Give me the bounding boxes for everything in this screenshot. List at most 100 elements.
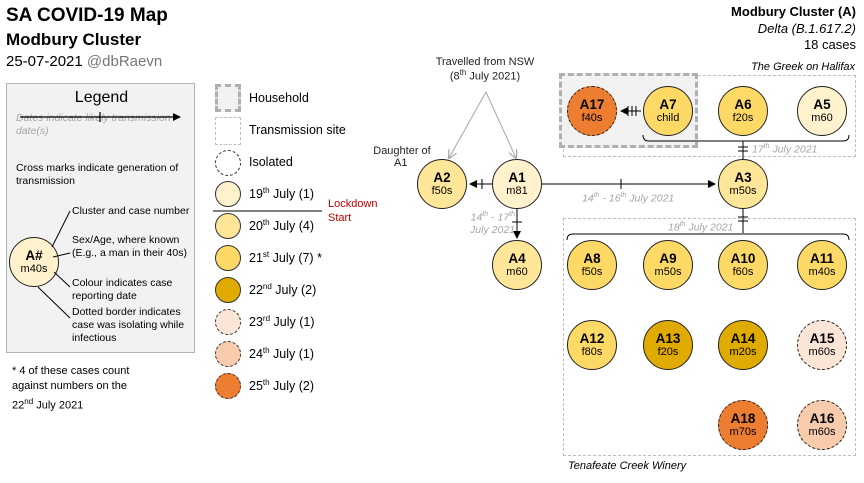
transmission-site-swatch xyxy=(215,117,241,145)
cluster-case-count: 18 cases xyxy=(803,37,856,52)
case-age: f50s xyxy=(431,185,453,197)
case-age: m60 xyxy=(811,112,833,124)
legend-example-age: m40s xyxy=(20,263,48,275)
legend-dotted-note: Dotted border indicates case was isolati… xyxy=(72,306,185,344)
cluster-title: Modbury Cluster (A) xyxy=(731,4,856,19)
case-age: m50s xyxy=(729,185,757,197)
legend-dates-note: Dates indicate likely transmission date(… xyxy=(16,112,171,137)
case-id: A17 xyxy=(579,97,605,112)
author-handle: @dbRaevn xyxy=(86,53,163,70)
case-id: A7 xyxy=(659,97,677,112)
legend-pointer-dotted xyxy=(37,286,71,319)
case-id: A13 xyxy=(655,331,681,346)
footnote-line-1: * 4 of these cases count xyxy=(12,365,130,377)
date-winery: 18th July 2021 xyxy=(668,221,734,234)
legend-example-case: A# m40s xyxy=(9,237,59,287)
date-key-swatch xyxy=(215,309,241,335)
case-id: A15 xyxy=(809,331,835,346)
site-label-winery: Tenafeate Creek Winery xyxy=(568,460,687,472)
case-id: A6 xyxy=(734,97,752,112)
date-key-swatch xyxy=(215,341,241,367)
case-age: m50s xyxy=(654,266,682,278)
winery-bracket xyxy=(566,233,850,241)
legend-pointer-cluster xyxy=(51,210,71,248)
case-id: A10 xyxy=(730,251,756,266)
case-age: f20s xyxy=(732,112,754,124)
date-key-swatch xyxy=(215,213,241,239)
case-id: A9 xyxy=(659,251,677,266)
legend-pointer-colour xyxy=(53,271,71,288)
case-age: f50s xyxy=(581,266,603,278)
case-age: m81 xyxy=(506,185,528,197)
edge-nsw-a2 xyxy=(449,91,487,158)
date-key-label: 22nd July (2) xyxy=(249,282,317,298)
legend-cluster-note: Cluster and case number xyxy=(72,205,190,217)
travelled-annotation: Travelled from NSW (8th July 2021) xyxy=(435,56,535,83)
date-key-label: 25th July (2) xyxy=(249,378,315,394)
case-age: f20s xyxy=(657,346,679,358)
transmission-site-key-label: Transmission site xyxy=(249,123,346,137)
case-id: A12 xyxy=(579,331,605,346)
case-id: A8 xyxy=(583,251,601,266)
case-age: m20s xyxy=(729,346,757,358)
isolated-key-label: Isolated xyxy=(249,155,293,169)
date-key-swatch xyxy=(215,373,241,399)
page-subtitle: Modbury Cluster xyxy=(6,30,142,49)
lockdown-label: Lockdown Start xyxy=(328,198,378,224)
edge-nsw-a1 xyxy=(485,91,516,158)
case-age: f60s xyxy=(732,266,754,278)
legend-sex-age-note: Sex/Age, where known (E.g., a man in the… xyxy=(72,234,187,259)
case-id: A18 xyxy=(730,411,756,426)
case-age: m70s xyxy=(729,426,757,438)
legend-example-id: A# xyxy=(25,248,43,263)
case-age: f40s xyxy=(581,112,603,124)
case-id: A2 xyxy=(433,170,451,185)
date-key-label: 24th July (1) xyxy=(249,346,315,362)
date-key-swatch xyxy=(215,181,241,207)
household-swatch xyxy=(215,84,241,112)
cluster-strain: Delta (B.1.617.2) xyxy=(757,21,856,36)
case-id: A3 xyxy=(734,170,752,185)
greek-bracket xyxy=(642,134,850,142)
page-date: 25-07-2021 @dbRaevn xyxy=(6,53,162,70)
date-a1-a3: 14th - 16th July 2021 xyxy=(582,192,675,205)
legend-panel: Legend Dates indicate likely transmissio… xyxy=(6,83,195,353)
case-id: A14 xyxy=(730,331,756,346)
footnote: * 4 of these cases count against numbers… xyxy=(12,364,192,414)
date-key-label: 19th July (1) xyxy=(249,186,315,202)
case-id: A16 xyxy=(809,411,835,426)
case-id: A11 xyxy=(809,251,835,266)
case-age: f80s xyxy=(581,346,603,358)
date-key-swatch xyxy=(215,245,241,271)
case-age: m40s xyxy=(808,266,836,278)
legend-heading: Legend xyxy=(74,89,129,106)
case-age: m60s xyxy=(808,346,836,358)
case-id: A5 xyxy=(813,97,831,112)
date-key-label: 23rd July (1) xyxy=(249,314,315,330)
footnote-line-2: against numbers on the xyxy=(12,380,127,392)
date-a1-a2: 14th - 17th July 2021 xyxy=(470,211,515,236)
household-key-label: Household xyxy=(249,91,309,105)
case-age: m60 xyxy=(506,266,528,278)
case-age: m60s xyxy=(808,426,836,438)
site-box-winery xyxy=(563,218,856,456)
date-key-label: 20th July (4) xyxy=(249,218,315,234)
legend-pointer-age xyxy=(52,252,71,258)
date-key-swatch xyxy=(215,277,241,303)
date-greek: 17th July 2021 xyxy=(752,143,818,156)
